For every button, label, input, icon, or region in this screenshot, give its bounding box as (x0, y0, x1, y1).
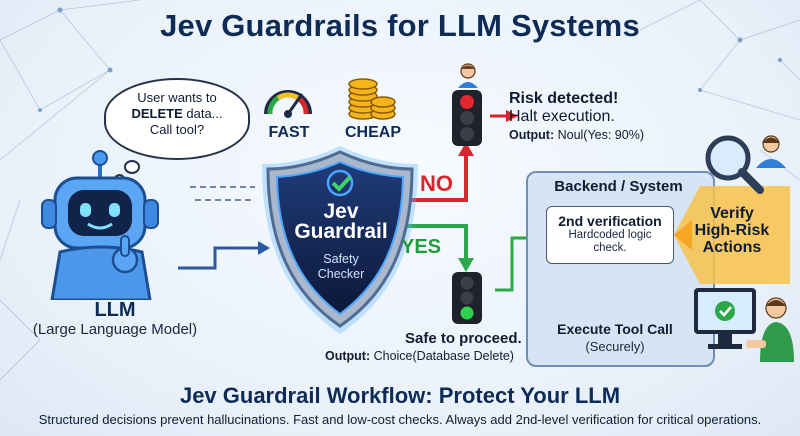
thought-dot (124, 160, 140, 174)
risk-text: Halt execution. (509, 108, 615, 125)
magnifier-icon (705, 135, 764, 194)
traffic-light-icon (452, 90, 482, 146)
thought-line-2-rest: data... (182, 106, 223, 121)
user-icon (756, 135, 786, 168)
risk-heading: Risk detected! (509, 90, 619, 107)
shield-subtitle: Safety Checker (296, 252, 386, 282)
verify-line-1: Verify (710, 205, 754, 222)
verify-line-2: High-Risk (694, 222, 770, 239)
thought-bubble: User wants to DELETE data... Call tool? (104, 78, 250, 160)
robot-icon (41, 150, 159, 300)
no-branch-label: NO (420, 171, 453, 196)
llm-label: LLM (94, 299, 136, 321)
verify-line-3: Actions (702, 239, 762, 256)
verification-line-2: check. (593, 242, 627, 254)
safe-output-value: Choice(Database Delete) (370, 349, 514, 363)
shield-title-line-1: Jev (323, 200, 359, 223)
verify-callout: Verify High-Risk Actions (672, 205, 792, 256)
shield-title-line-2: Guardrail (294, 220, 388, 243)
page-title: Jev Guardrails for LLM Systems (160, 8, 640, 43)
verify-callout-shape (674, 186, 790, 284)
footer-text: Structured decisions prevent hallucinati… (38, 412, 762, 427)
verification-title: 2nd verification (558, 213, 662, 229)
execute-title: Execute Tool Call (557, 321, 673, 337)
shield-icon (262, 146, 418, 334)
safe-output-label: Output: (325, 349, 371, 363)
verification-box: 2nd verification Hardcoded logic check. (546, 206, 674, 264)
user-icon (458, 63, 478, 88)
verification-line-1: Hardcoded logic (568, 229, 652, 241)
checkmark-icon (326, 169, 354, 197)
footer-heading: Jev Guardrail Workflow: Protect Your LLM (179, 383, 621, 408)
risk-output: Output: Noul(Yes: 90%) (509, 128, 644, 142)
safe-heading: Safe to proceed. (405, 330, 522, 347)
thought-delete-word: DELETE (131, 106, 183, 121)
risk-output-value: Noul(Yes: 90%) (554, 128, 644, 142)
thought-line-2: DELETE data... (106, 106, 248, 122)
thought-line-1: User wants to (137, 90, 217, 105)
shield-subtitle-line-1: Safety (323, 252, 359, 266)
yes-branch-label: YES (401, 236, 442, 258)
cheap-label: CHEAP (344, 124, 401, 141)
fast-label: FAST (268, 124, 310, 141)
llm-subtitle: (Large Language Model) (32, 321, 198, 338)
coins-icon (348, 78, 396, 120)
traffic-light-icon (452, 272, 482, 324)
speedometer-icon (264, 90, 312, 118)
backend-title: Backend / System (554, 178, 683, 195)
execute-subtitle: (Securely) (585, 339, 645, 354)
computer-user-icon (694, 288, 794, 362)
thought-line-3: Call tool? (149, 122, 205, 137)
shield-subtitle-line-2: Checker (317, 267, 365, 281)
safe-output: Output: Choice(Database Delete) (325, 349, 514, 363)
backend-panel (526, 171, 715, 367)
risk-output-label: Output: (509, 128, 555, 142)
